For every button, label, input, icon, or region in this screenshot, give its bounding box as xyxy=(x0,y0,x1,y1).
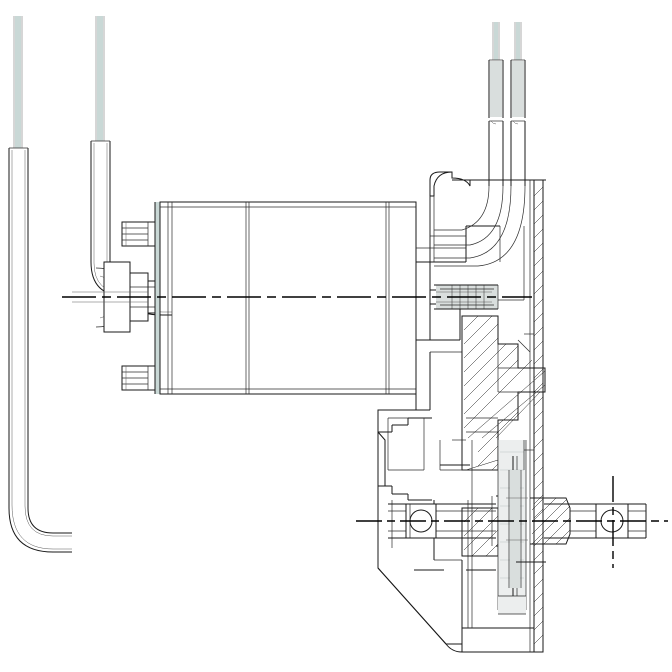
motor-bolt-upper xyxy=(121,221,156,247)
rear-cover-plate xyxy=(529,179,544,653)
motor-body xyxy=(121,201,417,395)
gearbox-housing xyxy=(377,171,544,653)
output-bearing-boss xyxy=(530,497,571,545)
cable-harness-top xyxy=(434,22,526,267)
centerlines xyxy=(62,179,668,571)
motor-bolt-lower xyxy=(121,365,156,391)
gear-hub-spindle xyxy=(497,440,528,610)
bearing-seal-details xyxy=(439,417,534,615)
